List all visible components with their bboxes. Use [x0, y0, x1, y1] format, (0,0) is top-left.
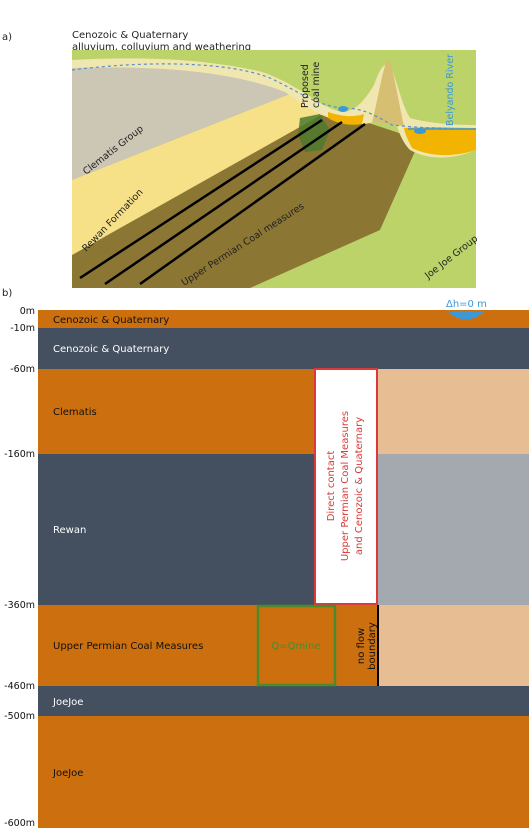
coal-seam-3	[139, 122, 366, 286]
depth-label-0: 0m	[20, 306, 35, 317]
layer-label-rewan: Rewan	[53, 525, 86, 536]
right-zone-coal-measures	[378, 605, 529, 686]
weathered-ridge-unit	[372, 58, 404, 126]
layer-label-cenozoic-top: Cenozoic & Quaternary	[53, 315, 169, 326]
depth-label-600: -600m	[4, 818, 35, 828]
direct-contact-box	[314, 368, 378, 605]
no-flow-label-line1: no flow	[356, 628, 367, 664]
direct-contact-line1: Direct contact	[326, 451, 337, 522]
alluvium-left-unit	[328, 112, 364, 125]
layer-label-coal-measures: Upper Permian Coal Measures	[53, 641, 203, 652]
direct-contact-line2: Upper Permian Coal Measures	[340, 411, 351, 561]
river-channel	[414, 128, 426, 134]
mine-pond	[338, 106, 348, 112]
depth-label-460: -460m	[4, 681, 35, 692]
river-symbol	[447, 311, 485, 320]
proposed-mine-label-line1: Proposed	[300, 64, 311, 108]
cenozoic-cover-unit	[72, 58, 476, 158]
river-head-label: Δh=0 m	[446, 299, 487, 310]
cenozoic-title-line1: Cenozoic & Quaternary	[72, 30, 188, 41]
depth-label-160: -160m	[4, 449, 35, 460]
layer-label-clematis: Clematis	[53, 407, 97, 418]
panel-b-label: b)	[2, 288, 12, 299]
water-table-line	[72, 63, 476, 130]
layer-label-joejoe-upper: JoeJoe	[52, 697, 83, 708]
depth-label-10: -10m	[10, 323, 35, 334]
coal-measures-unit	[72, 110, 420, 288]
cenozoic-title-line2: alluvium, colluvium and weathering	[72, 42, 251, 53]
proposed-mine-label-line2: coal mine	[311, 62, 322, 108]
mine-flux-label: Q=Qmine	[271, 641, 320, 652]
layer-label-joejoe-lower: JoeJoe	[52, 768, 83, 779]
depth-label-60: -60m	[10, 364, 35, 375]
panel-b: b) Direct contact Upper Permian Coal Mea…	[2, 288, 529, 828]
layer-joejoe-lower-band	[38, 716, 529, 828]
panel-a-label: a)	[2, 32, 12, 43]
direct-contact-line3: and Cenozoic & Quaternary	[354, 417, 365, 555]
no-flow-label-line2: boundary	[367, 622, 378, 670]
layer-joejoe-upper-band	[38, 686, 529, 716]
layer-cenozoic-band	[38, 328, 529, 369]
layer-cenozoic-top-band	[38, 310, 529, 328]
coal-seam-2	[104, 120, 343, 286]
coal-seam-1	[79, 118, 323, 280]
panel-a: a) Cenozoic & Quaternary alluvium, collu…	[2, 30, 480, 289]
alluvium-river-unit	[404, 127, 476, 156]
mine-flux-box	[256, 604, 337, 687]
right-zone-clematis	[378, 369, 529, 454]
belyando-river-label: Belyando River	[445, 54, 456, 126]
rewan-formation-unit	[72, 90, 330, 255]
right-zone-rewan	[378, 454, 529, 605]
proposed-mine-zone	[298, 114, 330, 152]
depth-label-500: -500m	[4, 711, 35, 722]
clematis-group-unit	[72, 60, 300, 180]
layer-label-cenozoic: Cenozoic & Quaternary	[53, 344, 169, 355]
depth-label-360: -360m	[4, 600, 35, 611]
